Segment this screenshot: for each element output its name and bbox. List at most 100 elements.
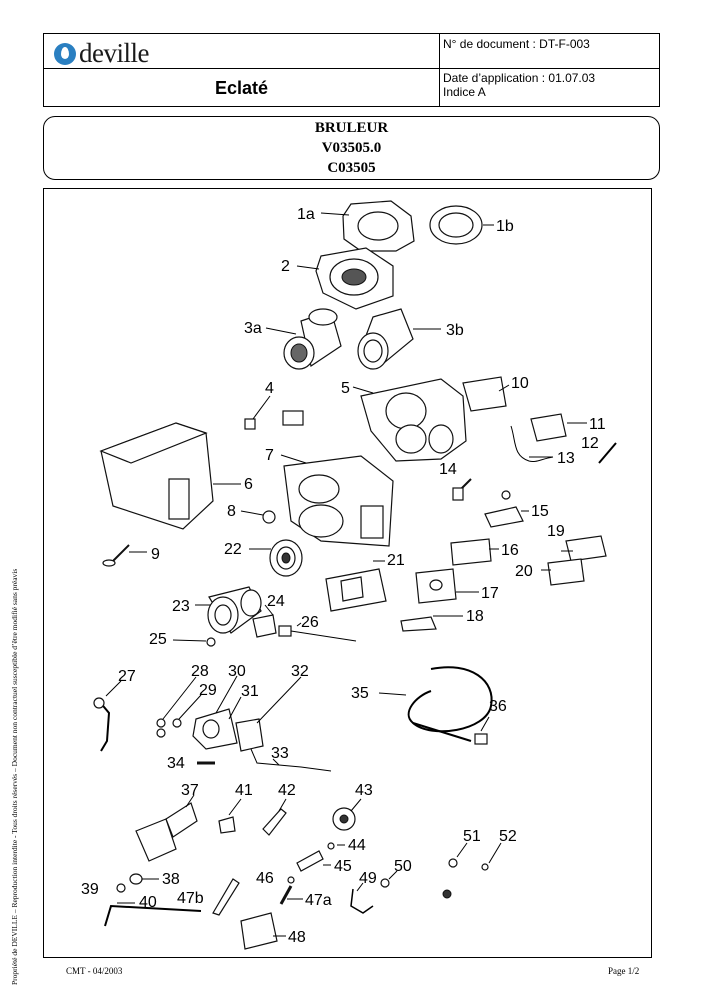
label-21: 21 <box>387 552 405 569</box>
part-28: 28 <box>156 663 209 738</box>
label-1a: 1a <box>297 206 315 223</box>
part-24: 24 <box>252 593 285 638</box>
label-19: 19 <box>547 523 565 540</box>
part-32: 32 <box>235 663 309 752</box>
part-46: 46 <box>256 870 295 887</box>
part-8: 8 <box>227 503 276 524</box>
part-4: 4 <box>244 380 304 430</box>
part-21: 21 <box>325 552 405 612</box>
label-26: 26 <box>301 614 319 631</box>
label-48: 48 <box>288 929 306 946</box>
label-47b: 47b <box>177 890 204 907</box>
part-31: 31 <box>228 683 259 720</box>
label-31: 31 <box>241 683 259 700</box>
part-45: 45 <box>296 850 352 875</box>
part-22: 22 <box>224 539 303 577</box>
part-36: 36 <box>474 698 507 745</box>
label-18: 18 <box>466 608 484 625</box>
label-6: 7 <box>265 447 274 464</box>
label-49: 49 <box>359 870 377 887</box>
label-1b: 1b <box>496 218 514 235</box>
part-40: 40 <box>104 894 202 927</box>
part-43: 43 <box>332 782 373 831</box>
label-17: 17 <box>481 585 499 602</box>
part-3a: 3a <box>244 308 342 370</box>
label-50: 50 <box>394 858 412 875</box>
copyright-notice: Propriété de DEVILLE – Reproduction inte… <box>10 568 19 985</box>
label-47a: 47a <box>305 892 332 909</box>
part-2: 2 <box>281 247 394 310</box>
part-17: 17 <box>415 568 499 604</box>
part-11: 11 <box>530 413 606 442</box>
part-3b: 3b <box>357 308 464 370</box>
part-52: 52 <box>481 828 517 871</box>
product-title-box: BRULEUR V03505.0 C03505 <box>43 116 660 180</box>
part-10: 10 <box>462 375 529 412</box>
label-7: 6 <box>244 476 253 493</box>
label-2: 2 <box>281 258 290 275</box>
part-7: 6 <box>99 422 253 530</box>
label-22: 22 <box>224 541 242 558</box>
part-13: 13 <box>510 425 575 467</box>
label-3b: 3b <box>446 322 464 339</box>
part-20: 20 <box>515 558 585 586</box>
label-15: 15 <box>531 503 549 520</box>
label-9: 9 <box>151 546 160 563</box>
water-drop-icon <box>54 42 76 65</box>
label-40: 40 <box>139 894 157 911</box>
part-29: 29 <box>172 682 217 728</box>
label-36: 36 <box>489 698 507 715</box>
part-19: 19 <box>547 523 607 562</box>
application-info: Date d’application : 01.07.03 Indice A <box>443 71 595 99</box>
exploded-view-drawing: 1a 1b 2 3a 3b 4 <box>81 200 617 950</box>
part-25: 25 <box>149 631 216 648</box>
part-16: 16 <box>450 538 519 566</box>
part-50: 50 <box>380 858 412 888</box>
label-16: 16 <box>501 542 519 559</box>
header-divider-vertical <box>439 34 440 106</box>
exploded-view-frame: 1a 1b 2 3a 3b 4 <box>43 188 652 958</box>
part-15: 15 <box>484 490 549 528</box>
logo-text: deville <box>79 38 149 68</box>
part-1a: 1a <box>297 200 415 252</box>
label-52: 52 <box>499 828 517 845</box>
label-30: 30 <box>228 663 246 680</box>
header-divider-horizontal <box>44 68 659 69</box>
part-48: 48 <box>240 912 306 950</box>
product-code: C03505 <box>327 160 376 176</box>
label-27: 27 <box>118 668 136 685</box>
part-18: 18 <box>400 608 484 632</box>
part-49: 49 <box>350 870 377 914</box>
label-42: 42 <box>278 782 296 799</box>
part-33: 33 <box>250 745 332 772</box>
part-26: 26 <box>278 614 357 642</box>
label-3a: 3a <box>244 320 262 337</box>
label-8: 8 <box>227 503 236 520</box>
label-23: 23 <box>172 598 190 615</box>
part-38: 38 <box>129 871 180 888</box>
index-label: Indice A <box>443 85 486 99</box>
label-35: 35 <box>351 685 369 702</box>
part-47b: 47b <box>177 878 240 916</box>
label-5: 5 <box>341 380 350 397</box>
label-20: 20 <box>515 563 533 580</box>
part-27: 27 <box>93 668 136 752</box>
part-14: 14 <box>439 461 472 501</box>
footer-revision: CMT - 04/2003 <box>66 966 123 976</box>
part-47a: 47a <box>279 885 332 909</box>
label-41: 41 <box>235 782 253 799</box>
part-41: 41 <box>218 782 253 834</box>
label-25: 25 <box>149 631 167 648</box>
part-9: 9 <box>102 544 160 567</box>
label-34: 34 <box>167 755 185 772</box>
deville-logo: deville <box>54 38 149 69</box>
part-23: 23 <box>172 586 262 634</box>
label-4: 4 <box>265 380 274 397</box>
product-name: BRULEUR <box>314 120 389 136</box>
part-35: 35 <box>351 666 493 742</box>
product-reference: V03505.0 <box>321 140 382 156</box>
part-34: 34 <box>167 755 215 772</box>
part-30: 30 <box>192 663 246 750</box>
label-24: 24 <box>267 593 285 610</box>
footer-page-number: Page 1/2 <box>608 966 640 976</box>
